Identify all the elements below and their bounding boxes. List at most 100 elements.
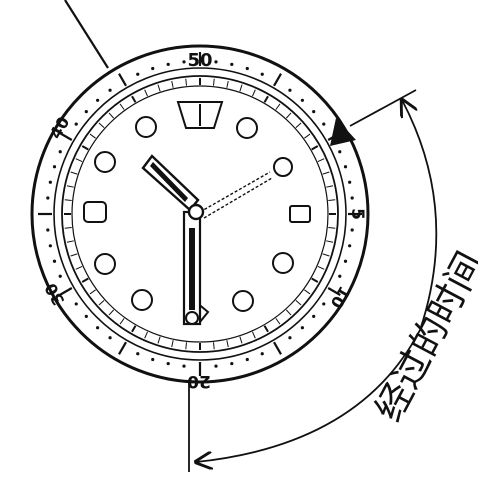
dial-tick <box>108 309 115 316</box>
bezel-minor-tick <box>348 244 352 248</box>
bezel-major-tick <box>118 341 127 355</box>
bezel-number-50: 50 <box>187 50 212 71</box>
bezel-minor-tick <box>260 352 264 356</box>
bezel-minor-tick <box>151 357 155 362</box>
bezel-minor-tick <box>343 259 348 263</box>
dial-tick <box>70 171 78 175</box>
bezel-minor-tick <box>108 336 112 340</box>
dial-tick <box>157 84 161 92</box>
hour-marker-9 <box>83 201 107 223</box>
bezel-minor-tick <box>288 336 292 340</box>
dial-tick <box>64 199 72 202</box>
dial-tick <box>185 78 188 86</box>
dial-tick <box>131 95 137 103</box>
bezel-minor-tick <box>74 302 78 306</box>
dial-tick <box>171 80 174 88</box>
dial-tick <box>157 336 161 344</box>
bezel-minor-tick <box>84 110 88 114</box>
bezel-minor-tick <box>214 60 218 64</box>
bezel-minor-tick <box>343 165 348 169</box>
dial-tick <box>64 226 72 229</box>
bezel-minor-tick <box>322 302 326 306</box>
hour-marker-4 <box>272 252 294 274</box>
bezel-minor-tick <box>108 88 112 92</box>
hour-marker-11 <box>135 116 157 138</box>
bezel-number-5: 5 <box>347 208 367 220</box>
hour-marker-1 <box>236 117 258 139</box>
bezel-minor-tick <box>46 228 50 232</box>
hour-marker-10 <box>94 151 116 173</box>
bezel-minor-tick <box>214 364 218 368</box>
bezel-minor-tick <box>245 66 249 71</box>
hour-marker-2 <box>273 157 293 177</box>
elapsed-time-indicator <box>188 89 438 472</box>
dial-tick <box>98 122 105 129</box>
bezel-minor-tick <box>312 110 316 114</box>
dial-tick <box>252 89 256 97</box>
hour-marker-3 <box>289 205 311 223</box>
dial-tick <box>89 289 96 295</box>
bezel-minor-tick <box>348 180 352 184</box>
bezel-major-tick <box>59 287 73 296</box>
dial-tick <box>212 78 215 86</box>
bezel-minor-tick <box>322 122 326 126</box>
dial-tick <box>98 299 105 306</box>
bezel-minor-tick <box>58 274 62 278</box>
hand-hub <box>187 203 205 221</box>
bezel-minor-tick <box>288 88 292 92</box>
bezel-minor-tick <box>48 180 52 184</box>
dial-tick <box>119 103 125 110</box>
bezel-pointer-line <box>64 0 109 69</box>
bezel-minor-tick <box>136 72 140 76</box>
bezel-minor-tick <box>350 196 354 200</box>
bezel-minor-tick <box>230 362 234 366</box>
bezel-minor-tick <box>96 326 100 330</box>
elapsed-time-arc <box>196 100 438 462</box>
bezel-number-20: 20 <box>187 371 211 391</box>
bezel-minor-tick <box>46 196 50 200</box>
bezel-minor-tick <box>74 122 78 126</box>
bezel-minor-tick <box>350 228 354 232</box>
bezel-minor-tick <box>312 314 316 318</box>
bezel-major-tick <box>273 73 282 87</box>
bezel-minor-tick <box>230 62 234 66</box>
bezel-minor-tick <box>260 72 264 76</box>
bezel-minor-tick <box>52 259 57 263</box>
second-hand <box>182 210 202 326</box>
dial-tick <box>89 133 96 139</box>
dial-tick <box>75 266 83 270</box>
elapsed-time-label: 经过的时间 <box>367 245 478 429</box>
bezel-minor-tick <box>52 165 57 169</box>
bezel-minor-tick <box>151 66 155 71</box>
bezel-minor-tick <box>338 150 342 154</box>
bezel-major-tick <box>59 132 73 141</box>
dial-tick <box>119 318 125 325</box>
dial-tick <box>70 253 78 257</box>
bezel-minor-tick <box>300 98 304 102</box>
dial-tick <box>144 331 148 339</box>
dial-tick <box>144 89 148 97</box>
bezel-minor-tick <box>182 364 186 368</box>
dial-tick <box>66 185 74 188</box>
dial-tick <box>81 145 89 151</box>
bezel-minor-tick <box>166 62 170 66</box>
dial-tick <box>66 240 74 243</box>
dial-tick <box>81 277 89 283</box>
dial-tick <box>185 342 188 350</box>
bezel-minor-tick <box>245 357 249 362</box>
bezel-minor-tick <box>58 150 62 154</box>
bezel-minor-tick <box>338 274 342 278</box>
dial-tick <box>171 340 174 348</box>
bezel-minor-tick <box>136 352 140 356</box>
bezel-minor-tick <box>48 244 52 248</box>
dial-tick <box>75 158 83 162</box>
bezel-major-tick <box>118 73 127 87</box>
bezel-minor-tick <box>96 98 100 102</box>
hour-marker-5 <box>232 290 254 312</box>
dial-tick <box>131 325 137 333</box>
dial-tick <box>239 84 243 92</box>
bezel-minor-tick <box>300 326 304 330</box>
bezel-minor-tick <box>182 60 186 64</box>
